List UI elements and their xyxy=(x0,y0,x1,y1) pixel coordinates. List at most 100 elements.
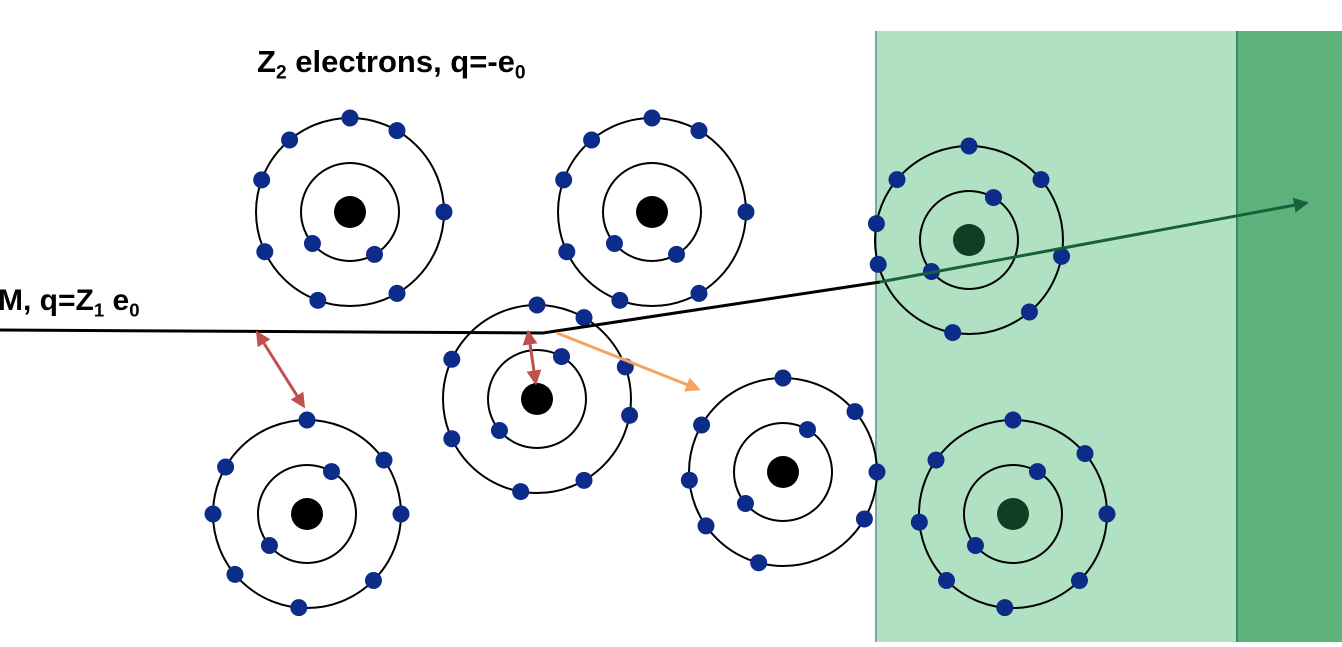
electron xyxy=(512,483,530,501)
recoil-arrow-left xyxy=(255,330,306,409)
electron xyxy=(435,203,453,221)
electron xyxy=(1004,411,1022,429)
nucleus xyxy=(997,498,1029,530)
atom-top-middle xyxy=(555,109,755,309)
electron xyxy=(966,536,984,554)
electron xyxy=(256,243,274,261)
electron xyxy=(323,463,340,481)
electron xyxy=(611,291,629,309)
nucleus xyxy=(334,196,366,228)
electron xyxy=(736,494,754,512)
electrons-label: Z2 electrons, q=-e0 xyxy=(257,44,526,84)
nucleus xyxy=(953,224,985,256)
electron xyxy=(888,171,906,189)
electron xyxy=(575,309,593,327)
electron xyxy=(290,599,308,617)
electron xyxy=(690,284,708,302)
electron xyxy=(960,137,978,155)
inner-shell xyxy=(602,162,702,262)
electron xyxy=(690,122,708,140)
electron xyxy=(583,131,601,149)
electron xyxy=(799,421,816,439)
electron xyxy=(846,403,864,421)
electron xyxy=(303,234,321,252)
electron xyxy=(388,122,406,140)
nucleus xyxy=(291,498,323,530)
electron xyxy=(260,536,278,554)
electron xyxy=(910,513,928,531)
electron xyxy=(855,510,873,528)
inner-shell xyxy=(257,464,357,564)
nucleus xyxy=(521,383,553,415)
electron xyxy=(575,471,593,489)
atom-center xyxy=(442,296,639,501)
electron xyxy=(443,350,461,368)
electron xyxy=(1032,171,1050,189)
electron xyxy=(388,284,406,302)
electron xyxy=(1076,445,1094,463)
electron xyxy=(204,505,222,523)
electron xyxy=(226,565,244,583)
electron xyxy=(553,348,570,366)
electron xyxy=(867,215,885,233)
electron xyxy=(680,471,698,489)
electron xyxy=(774,369,792,387)
electron xyxy=(555,171,573,189)
electron xyxy=(1029,463,1046,481)
projectile-trajectory xyxy=(0,280,881,335)
recoil-arrow-center xyxy=(522,329,542,386)
electron xyxy=(605,234,623,252)
atom-material-top xyxy=(867,137,1071,342)
inner-shell xyxy=(300,162,400,262)
electron xyxy=(364,571,382,589)
nucleus xyxy=(767,456,799,488)
electron xyxy=(375,451,393,469)
electron xyxy=(869,255,887,273)
inner-shell xyxy=(733,422,833,522)
electron xyxy=(217,458,235,476)
atom-bottom-left xyxy=(204,411,410,617)
electron xyxy=(668,245,685,263)
electron xyxy=(944,324,962,342)
electron xyxy=(309,291,327,309)
electron xyxy=(737,203,755,221)
material-region-light xyxy=(876,31,1237,642)
electron xyxy=(643,109,661,127)
electron xyxy=(341,109,359,127)
atom-bottom-right xyxy=(680,369,886,572)
electron xyxy=(253,171,271,189)
electron xyxy=(528,296,546,314)
electron xyxy=(927,451,945,469)
electron xyxy=(938,571,956,589)
exit-trajectory-arrow xyxy=(879,197,1309,284)
electron xyxy=(1053,247,1071,265)
nucleus xyxy=(636,196,668,228)
electron xyxy=(490,421,508,439)
electron xyxy=(985,189,1002,207)
atoms-layer xyxy=(204,109,1116,617)
inner-shell xyxy=(919,190,1019,290)
inner-shell xyxy=(963,464,1063,564)
electron xyxy=(1098,505,1116,523)
electron xyxy=(443,430,461,448)
electron xyxy=(996,599,1014,617)
atom-top-left xyxy=(253,109,453,309)
electron xyxy=(366,245,383,263)
material-region-dark xyxy=(1237,31,1342,642)
electron xyxy=(558,243,576,261)
atom-material-bottom xyxy=(910,411,1116,617)
electron xyxy=(868,463,886,481)
knock-on-arrow xyxy=(556,331,701,392)
electron xyxy=(693,416,711,434)
electron xyxy=(1070,571,1088,589)
projectile-label: M, q=Z1 e0 xyxy=(0,284,140,321)
electron xyxy=(697,517,715,535)
electron xyxy=(298,411,316,429)
electron xyxy=(1020,303,1038,321)
electron xyxy=(281,131,299,149)
electron xyxy=(621,406,639,424)
electron xyxy=(392,505,410,523)
electron xyxy=(750,554,768,572)
